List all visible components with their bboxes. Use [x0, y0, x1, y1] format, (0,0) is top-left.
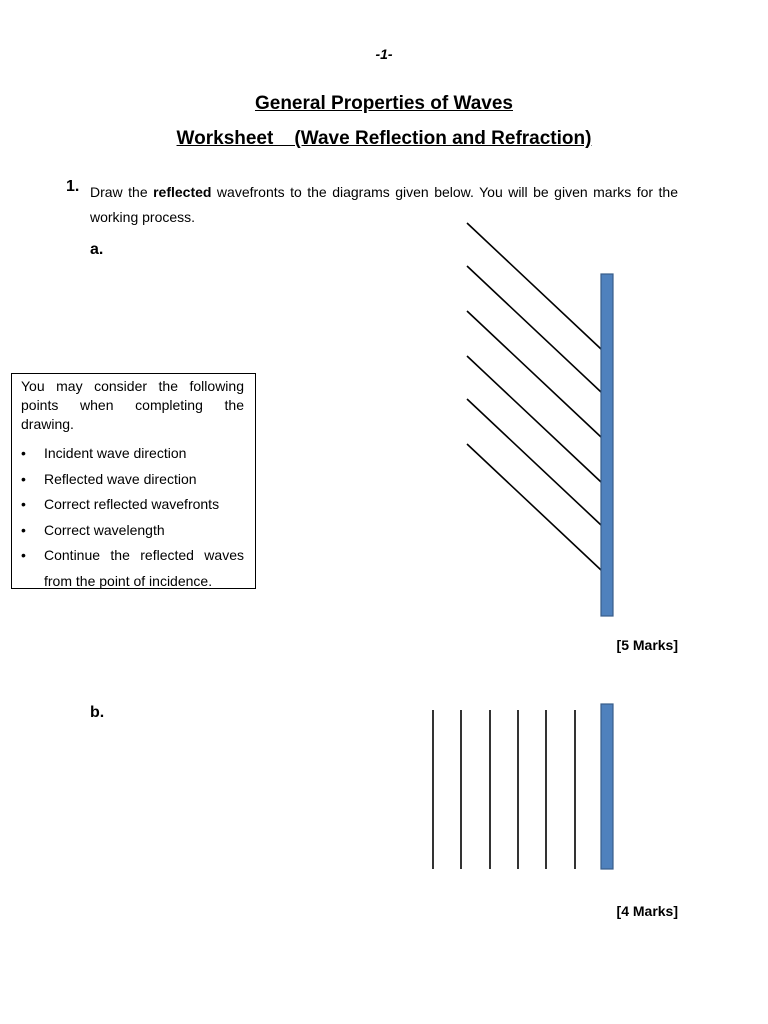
bullet-icon: •: [21, 470, 26, 487]
worksheet-title: General Properties of Waves: [254, 93, 513, 114]
hint-item-text: Correct wavelength: [44, 521, 165, 538]
diagram-a: [466, 222, 614, 617]
hint-item-text: Continue the reflected waves from the po…: [44, 547, 244, 589]
part-b-label: b.: [90, 704, 105, 721]
hint-item-text: Incident wave direction: [44, 445, 187, 461]
incident-wavefront: [466, 398, 602, 526]
hint-item: • Incident wave direction: [21, 441, 244, 467]
question-text-before: Draw the: [90, 184, 154, 200]
part-a-label: a.: [90, 241, 104, 258]
hint-item: • Continue the reflected waves from the p…: [21, 543, 244, 594]
bullet-icon: •: [21, 547, 26, 563]
question-text-after: wavefronts to the diagrams given below. …: [90, 184, 678, 225]
hint-item: • Reflected wave direction: [21, 467, 244, 493]
marks-label-a: [5 Marks]: [616, 637, 678, 653]
hint-list: • Incident wave direction • Reflected wave…: [21, 441, 244, 594]
incident-wavefront: [466, 310, 602, 438]
question-text: Draw the reflected wavefronts to the dia…: [90, 180, 678, 230]
hint-item-text: Correct reflected wavefronts: [44, 496, 220, 512]
incident-wavefront: [466, 355, 602, 483]
worksheet-subtitle: Worksheet (Wave Reflection and Refractio…: [176, 128, 592, 149]
hint-item-text: Reflected wave direction: [44, 470, 197, 487]
reflecting-barrier: [600, 703, 614, 870]
bullet-icon: •: [21, 445, 26, 461]
hint-item: • Correct wavelength: [21, 518, 244, 544]
page-number: -1-: [375, 46, 393, 62]
bullet-icon: •: [21, 496, 26, 512]
hint-intro: You may consider the following points wh…: [21, 378, 244, 432]
reflecting-barrier: [600, 273, 614, 617]
bullet-icon: •: [21, 521, 26, 538]
incident-wavefront: [466, 222, 602, 350]
incident-wavefront: [466, 443, 602, 571]
hint-box: You may consider the following points wh…: [11, 373, 256, 589]
question-number: 1.: [66, 178, 80, 195]
diagram-b: [432, 703, 614, 870]
incident-wavefront: [466, 265, 602, 393]
marks-label-b: [4 Marks]: [616, 903, 678, 919]
question-text-bold: reflected: [153, 184, 212, 200]
hint-item: • Correct reflected wavefronts: [21, 492, 244, 518]
